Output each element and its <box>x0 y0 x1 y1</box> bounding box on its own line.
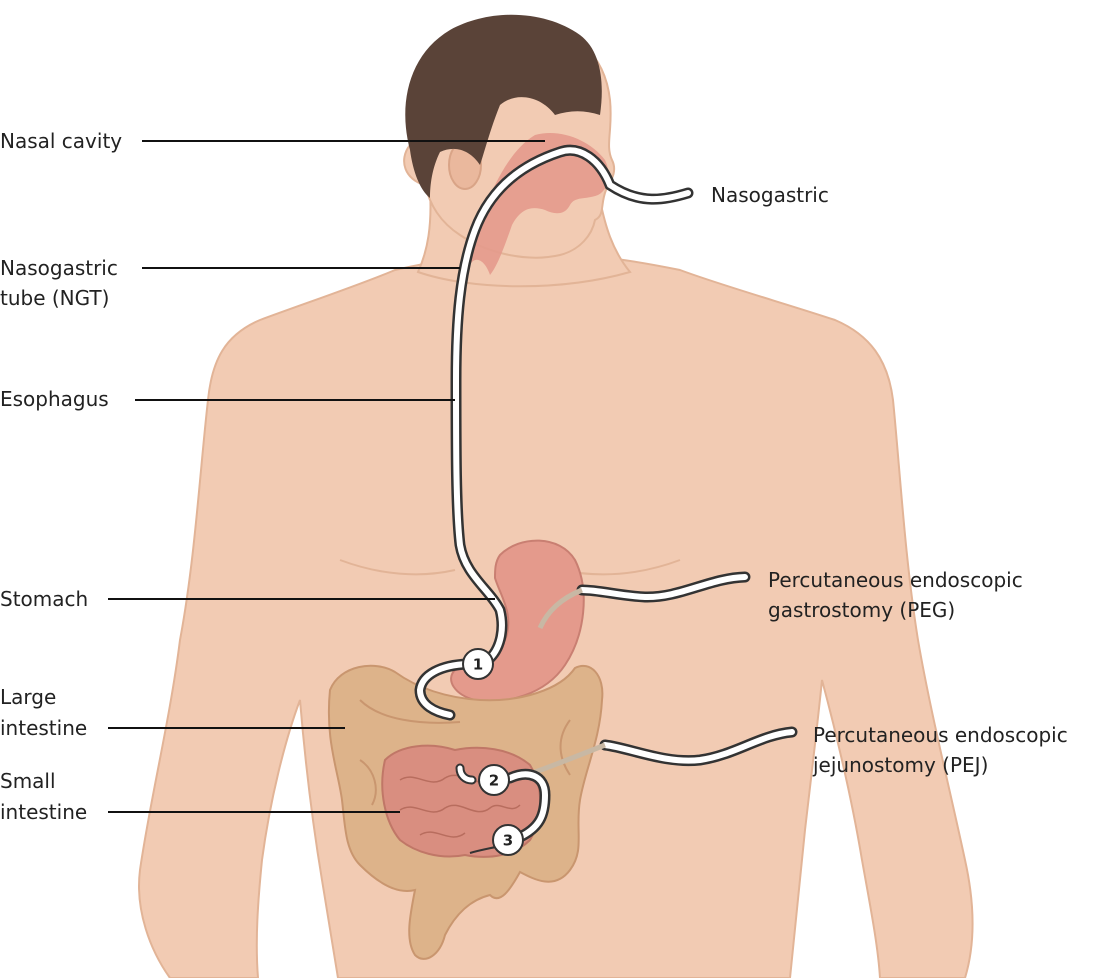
label-esophagus: Esophagus <box>0 387 109 411</box>
label-stomach: Stomach <box>0 587 88 611</box>
label-small-intestine-2: intestine <box>0 800 87 824</box>
chest-line <box>339 559 456 576</box>
feeding-tubes <box>414 144 798 854</box>
svg-text:1: 1 <box>473 656 483 674</box>
label-large-intestine-2: intestine <box>0 716 87 740</box>
marker-2: 2 <box>478 764 510 796</box>
marker-1: 1 <box>462 648 494 680</box>
label-peg-1: Percutaneous endoscopic <box>768 568 1023 592</box>
label-pej-2: jejunostomy (PEJ) <box>812 753 988 777</box>
label-nasal-cavity: Nasal cavity <box>0 129 122 153</box>
label-nasogastric-tube-2: tube (NGT) <box>0 286 109 310</box>
nasal-pharynx-organ <box>470 132 609 275</box>
svg-text:2: 2 <box>489 772 499 790</box>
label-large-intestine-1: Large <box>0 685 56 709</box>
svg-text:3: 3 <box>503 832 513 850</box>
label-pej-1: Percutaneous endoscopic <box>813 723 1068 747</box>
small-intestine-folds <box>399 774 521 838</box>
label-nasogastric-tube-1: Nasogastric <box>0 256 118 280</box>
marker-3: 3 <box>492 824 524 856</box>
label-small-intestine-1: Small <box>0 769 56 793</box>
label-nasogastric: Nasogastric <box>711 183 829 207</box>
hair <box>405 14 602 198</box>
label-peg-2: gastrostomy (PEG) <box>768 598 955 622</box>
